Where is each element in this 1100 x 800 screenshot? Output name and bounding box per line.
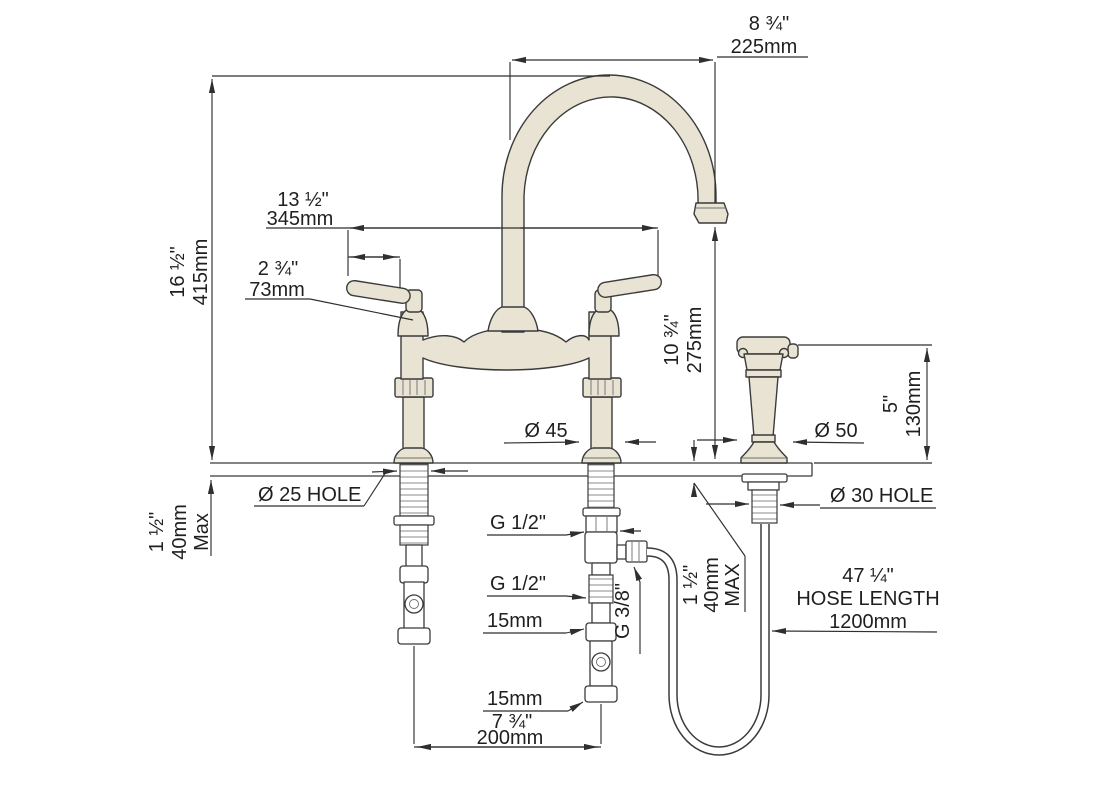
spray-height-mm: 130mm	[903, 371, 925, 438]
dim-spray-hole: Ø 30 HOLE	[706, 485, 936, 509]
left-valve-port	[404, 594, 424, 614]
thread-spray-hose-label: G 3/8"	[612, 583, 634, 639]
bridge-body	[400, 311, 612, 380]
deck-mid-inches: 1 ½"	[680, 565, 702, 605]
dim-hole-spacing: 7 ¾" 200mm	[413, 646, 602, 751]
dim-tap-hole: Ø 25 HOLE	[254, 467, 468, 507]
hole-spacing-mm: 200mm	[477, 727, 544, 749]
dim-hose-length: 47 ¼" HOSE LENGTH 1200mm	[771, 565, 940, 635]
overall-height-inches: 16 ½"	[167, 246, 189, 298]
left-leg-tube	[402, 396, 425, 450]
right-flange-washer	[582, 507, 621, 517]
right-pipe-upper	[591, 562, 611, 576]
dim-inlet-pipe-lower: 15mm	[483, 688, 584, 712]
spray-threaded-shank	[751, 489, 778, 524]
spray-hose	[646, 524, 770, 756]
dim-deck-thickness-mid: 1 ½" 40mm MAX	[680, 440, 746, 613]
hose-length-mm: 1200mm	[829, 611, 907, 633]
handle-span-inches: 13 ½"	[277, 189, 329, 211]
handle-length-inches: 2 ¾"	[258, 258, 298, 280]
dim-deck-thickness-left: 1 ½" 40mm Max	[146, 480, 215, 560]
countertop	[210, 462, 813, 477]
dim-spray-height: 5" 130mm	[798, 344, 932, 464]
left-flange-washer	[393, 515, 435, 526]
left-lever-handle	[345, 279, 411, 305]
dim-thread-inlet: G 1/2"	[487, 573, 587, 600]
spray-handle-taper	[748, 376, 779, 438]
spout-reach-inches: 8 ¾"	[749, 13, 789, 35]
dim-thread-shank: G 1/2"	[487, 512, 641, 538]
left-coupling	[399, 565, 429, 584]
spout-reach-mm: 225mm	[731, 36, 798, 58]
spout-height-mm: 275mm	[684, 307, 706, 374]
faucet-body	[345, 74, 729, 464]
tap-hole-label: Ø 25 HOLE	[258, 484, 361, 506]
spray-height-inches: 5"	[880, 395, 902, 413]
thread-shank-label: G 1/2"	[490, 512, 546, 534]
thread-inlet-label: G 1/2"	[490, 573, 546, 595]
deck-left-inches: 1 ½"	[146, 512, 168, 552]
right-valve-port	[591, 652, 611, 672]
hose-elbow-nut	[625, 540, 648, 563]
spray-neck-band	[745, 369, 782, 378]
inlet-pipe-upper-label: 15mm	[487, 610, 543, 632]
left-inlet-assembly	[393, 463, 435, 645]
spray-nozzle-bump	[787, 343, 799, 359]
spray-base-diameter-label: Ø 50	[814, 420, 857, 442]
dim-handle-span: 13 ½" 345mm	[266, 189, 659, 276]
right-hex-nut	[585, 515, 618, 533]
dim-handle-length: 2 ¾" 73mm	[245, 253, 414, 321]
spray-hex-nut	[747, 481, 780, 491]
deck-left-max: Max	[191, 513, 213, 551]
hose-length-label: HOSE LENGTH	[796, 588, 939, 610]
dim-spout-reach: 8 ¾" 225mm	[509, 13, 808, 203]
spray-head-neck	[743, 353, 784, 371]
left-mounting-nut	[399, 524, 429, 546]
dim-thread-spray-hose: G 3/8"	[612, 566, 643, 654]
spout-height-inches: 10 ¾"	[661, 314, 683, 366]
spray-handle-band	[751, 434, 776, 443]
dim-overall-height: 16 ½" 415mm	[167, 75, 610, 460]
right-inlet-assembly	[582, 463, 648, 703]
spray-shank-assembly	[741, 473, 788, 524]
right-g12-thread	[588, 574, 614, 604]
left-pipe	[405, 544, 423, 568]
dim-spout-height: 10 ¾" 275mm	[661, 227, 719, 459]
spray-flange-washer	[741, 473, 788, 483]
dim-inlet-pipe-upper: 15mm	[483, 610, 585, 636]
spout-aerator-tip	[693, 202, 729, 224]
side-spray	[736, 336, 799, 464]
right-knurled-nut	[582, 377, 622, 398]
dim-spray-base-diameter: Ø 50	[697, 420, 865, 446]
tee-side-outlet	[616, 544, 627, 560]
hose-tee-body	[584, 531, 618, 564]
left-knurled-nut	[394, 377, 434, 398]
handle-span-mm: 345mm	[267, 208, 334, 230]
spray-holder-bell	[740, 441, 788, 464]
spout-base-flare	[487, 306, 539, 332]
overall-height-mm: 415mm	[190, 239, 212, 306]
right-lever-handle	[597, 273, 663, 299]
deck-left-mm: 40mm	[169, 504, 191, 560]
spray-hole-label: Ø 30 HOLE	[830, 485, 933, 507]
leg-base-diameter-label: Ø 45	[524, 420, 567, 442]
left-threaded-shank	[399, 463, 429, 517]
handle-length-mm: 73mm	[249, 279, 305, 301]
right-leg-tube	[590, 396, 613, 450]
right-bottom-coupling	[584, 685, 618, 703]
right-pipe-lower	[591, 602, 611, 624]
hole-spacing-inches: 7 ¾"	[492, 711, 532, 733]
left-bottom-coupling	[397, 627, 431, 645]
inlet-pipe-lower-label: 15mm	[487, 688, 543, 710]
hose-length-inches: 47 ¼"	[842, 565, 894, 587]
right-threaded-shank	[587, 463, 615, 511]
right-base-bell	[581, 447, 622, 464]
deck-mid-max: MAX	[722, 563, 744, 606]
deck-mid-mm: 40mm	[701, 557, 723, 613]
dim-leg-base-diameter: Ø 45	[503, 420, 656, 446]
left-base-bell	[393, 447, 434, 464]
